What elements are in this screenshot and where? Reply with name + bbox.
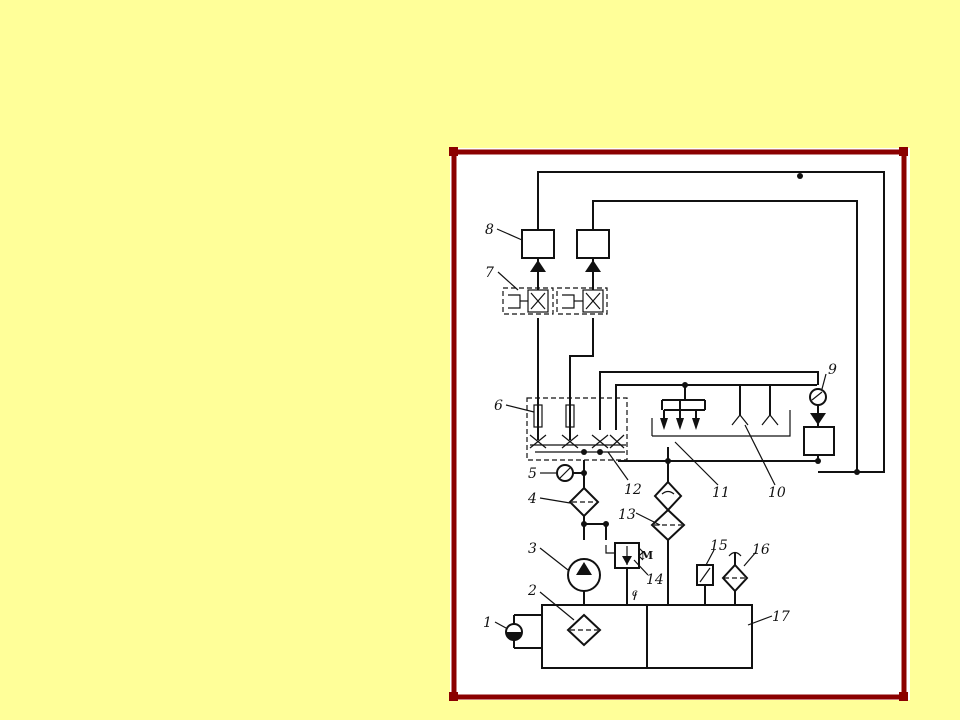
label-10: 10: [768, 485, 786, 501]
breather-16: [721, 551, 749, 605]
label-2: 2: [527, 583, 537, 599]
label-11: 11: [712, 485, 730, 501]
cylinder-8: [521, 229, 610, 290]
pressure-switch-9: [803, 388, 835, 456]
label-17: 17: [772, 609, 790, 625]
mark-m: M: [641, 549, 653, 562]
label-5: 5: [528, 466, 537, 482]
label-3: 3: [528, 541, 537, 557]
nozzles-11: [660, 400, 705, 430]
diagram-frame: [449, 147, 908, 701]
label-4: 4: [527, 491, 537, 507]
throttle-valve-7: [502, 287, 608, 315]
level-gauge-1: [505, 614, 542, 649]
distributor-6: [526, 397, 628, 461]
pump-3: [567, 558, 601, 592]
label-13: 13: [618, 507, 636, 523]
label-7: 7: [485, 265, 494, 281]
part-labels: 8 7 6 9 5 4 3 2 1 12 11 10 13 14 15 16 1…: [483, 222, 837, 631]
label-16: 16: [752, 542, 770, 558]
gauge-5: [556, 464, 587, 482]
label-12: 12: [624, 482, 642, 498]
label-15: 15: [710, 538, 728, 554]
label-8: 8: [485, 222, 494, 238]
relief-valve-14: [605, 542, 644, 569]
mark-c: c: [632, 588, 638, 599]
leader-lines: [494, 228, 827, 629]
label-1: 1: [483, 615, 492, 631]
tank-17: [541, 604, 753, 669]
label-9: 9: [828, 362, 837, 378]
label-6: 6: [494, 398, 503, 414]
pipe-lines: [537, 171, 885, 668]
nozzles-10: [731, 414, 779, 426]
filter-4: [568, 486, 600, 518]
label-14: 14: [646, 572, 664, 588]
filter-13: [650, 480, 686, 542]
